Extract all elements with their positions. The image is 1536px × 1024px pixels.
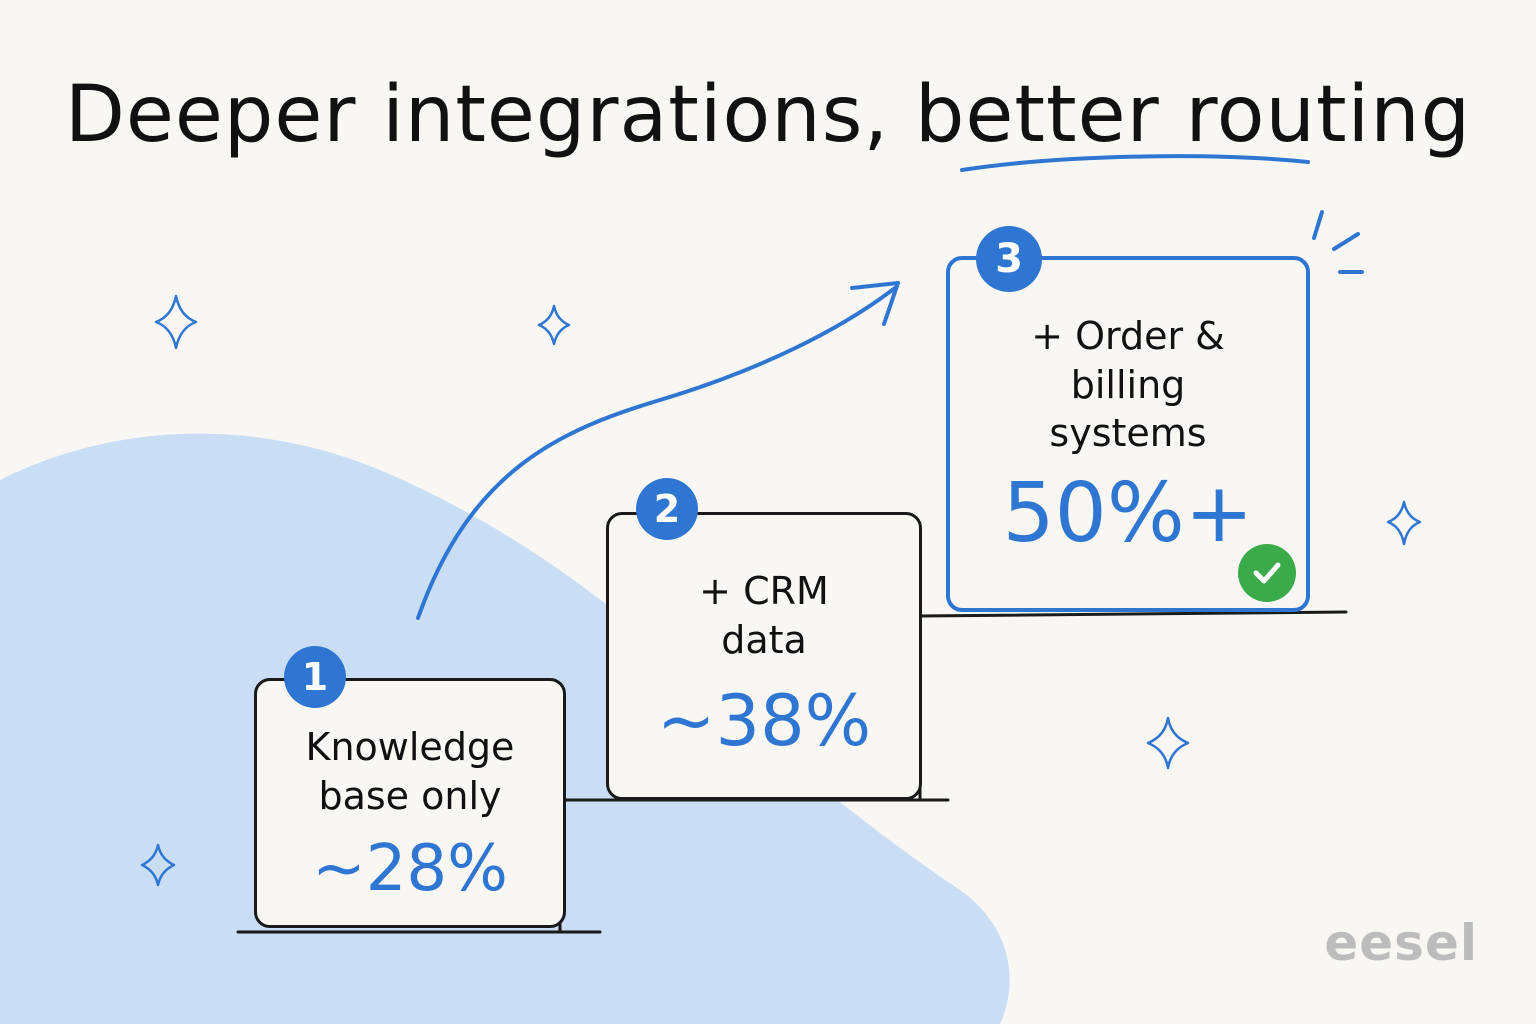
- step-2-badge: 2: [636, 478, 698, 540]
- step-2-label: + CRM data: [699, 569, 829, 663]
- step-card-2: + CRM data ~38%: [606, 512, 922, 800]
- step-1-badge: 1: [284, 646, 346, 708]
- step-card-1: Knowledge base only ~28%: [254, 678, 566, 928]
- sparkle-icon: [1386, 500, 1422, 546]
- sparkle-icon: [140, 843, 176, 887]
- step-1-label: Knowledge base only: [305, 725, 515, 819]
- page-title: Deeper integrations, better routing: [64, 70, 1472, 160]
- arrow-icon: [416, 286, 897, 620]
- step-3-label: + Order & billing systems: [1031, 314, 1225, 456]
- brand-logo: eesel: [1324, 914, 1478, 972]
- sparkle-icon: [154, 294, 198, 350]
- step-2-value: ~38%: [656, 679, 872, 762]
- arrow-head: [850, 281, 900, 326]
- sparkle-icon: [537, 304, 571, 346]
- step-1-value: ~28%: [312, 831, 508, 906]
- step-3-value: 50%+: [1002, 465, 1254, 561]
- check-icon: [1238, 544, 1296, 602]
- burst-icon: [1312, 210, 1364, 274]
- step-3-badge: 3: [976, 226, 1042, 292]
- sparkle-icon: [1146, 716, 1190, 770]
- title-underline: [960, 154, 1310, 172]
